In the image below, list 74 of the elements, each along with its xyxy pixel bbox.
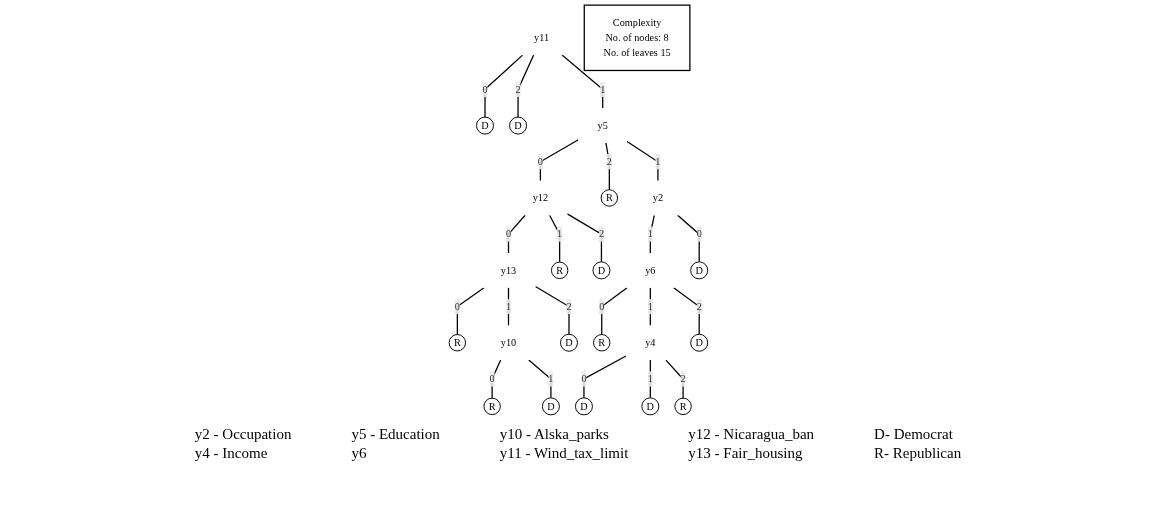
legend-note: y10 - Alska_parks [499, 426, 610, 443]
connector [456, 287, 485, 336]
node-text: y2 [652, 192, 663, 204]
legend-note: D- Democrat [874, 426, 954, 443]
connector [548, 214, 560, 263]
legend-note: y4 - Income [194, 445, 269, 462]
connector [649, 214, 655, 254]
connector [527, 359, 552, 399]
node-circle: R [673, 397, 692, 416]
edge-label: 0 [580, 373, 587, 385]
legend-note: y11 - Wind_tax_limit [499, 445, 629, 462]
node-text: y6 [644, 264, 656, 276]
legend-note: y5 - Education [351, 426, 440, 443]
connector [483, 54, 523, 118]
edge-label: 0 [696, 228, 702, 240]
legend-note: y2 - Occupation [194, 426, 292, 443]
edge-label: 2 [515, 83, 521, 95]
node-circle: D [559, 333, 578, 352]
node-circle: R [592, 334, 610, 352]
edge-label: 2 [696, 300, 702, 312]
node-text: y4 [644, 336, 656, 348]
legend-note: y6 [351, 445, 368, 462]
connector [626, 140, 659, 182]
edge-label: 1 [547, 373, 554, 385]
node-circle: D [592, 261, 610, 280]
edge-label: 1 [599, 83, 605, 95]
edge-label: 0 [482, 83, 488, 95]
node-text: y10 [500, 336, 516, 348]
edge-label: 1 [505, 300, 511, 312]
connector [604, 142, 610, 191]
edge-label: 0 [489, 373, 495, 385]
node-circle: D [640, 397, 659, 416]
connector [664, 359, 684, 399]
edge-label: 0 [537, 156, 543, 167]
node-circle: D [508, 116, 527, 135]
edge-label: 1 [556, 228, 562, 240]
edge-label: 1 [647, 373, 653, 385]
edge-label: 1 [647, 228, 653, 240]
edge-label: 1 [647, 300, 653, 312]
node-text: y5 [597, 119, 608, 131]
node-circle: D [475, 116, 494, 135]
connector [539, 139, 579, 182]
connector [507, 214, 526, 254]
node-circle: R [448, 334, 466, 352]
node-circle: D [689, 261, 708, 280]
node-circle: R [600, 189, 618, 207]
node-circle: R [550, 261, 568, 280]
node-text: y12 [532, 192, 548, 204]
node-text: y13 [500, 264, 516, 276]
connector [582, 355, 627, 399]
edge-label: 0 [505, 228, 511, 240]
edge-label: 2 [606, 156, 612, 167]
connector [517, 54, 534, 118]
node-circle: R [483, 397, 501, 416]
connector [649, 359, 651, 399]
edge-label: 2 [598, 228, 604, 240]
legend-note: y12 - Nicaragua_ban [688, 426, 815, 443]
connector [672, 287, 700, 335]
edge-label: 1 [654, 156, 661, 167]
legend-note: R- Republican [874, 445, 962, 462]
node-box: Complexity No. of nodes: 8 No. of leaves 15 [583, 4, 691, 72]
node-circle: D [689, 333, 708, 352]
connector [649, 287, 651, 327]
connector [676, 214, 700, 263]
legend-note: y13 - Fair_housing [688, 445, 804, 462]
edge-label: 2 [566, 300, 572, 312]
connector [561, 54, 603, 109]
edge-label: 2 [680, 373, 686, 385]
connector [600, 287, 628, 336]
edge-label: 0 [454, 300, 460, 312]
node-circle: D [574, 397, 593, 416]
edge-label: 0 [598, 300, 604, 312]
node-text: y11 [533, 32, 549, 43]
node-circle: D [541, 397, 560, 416]
